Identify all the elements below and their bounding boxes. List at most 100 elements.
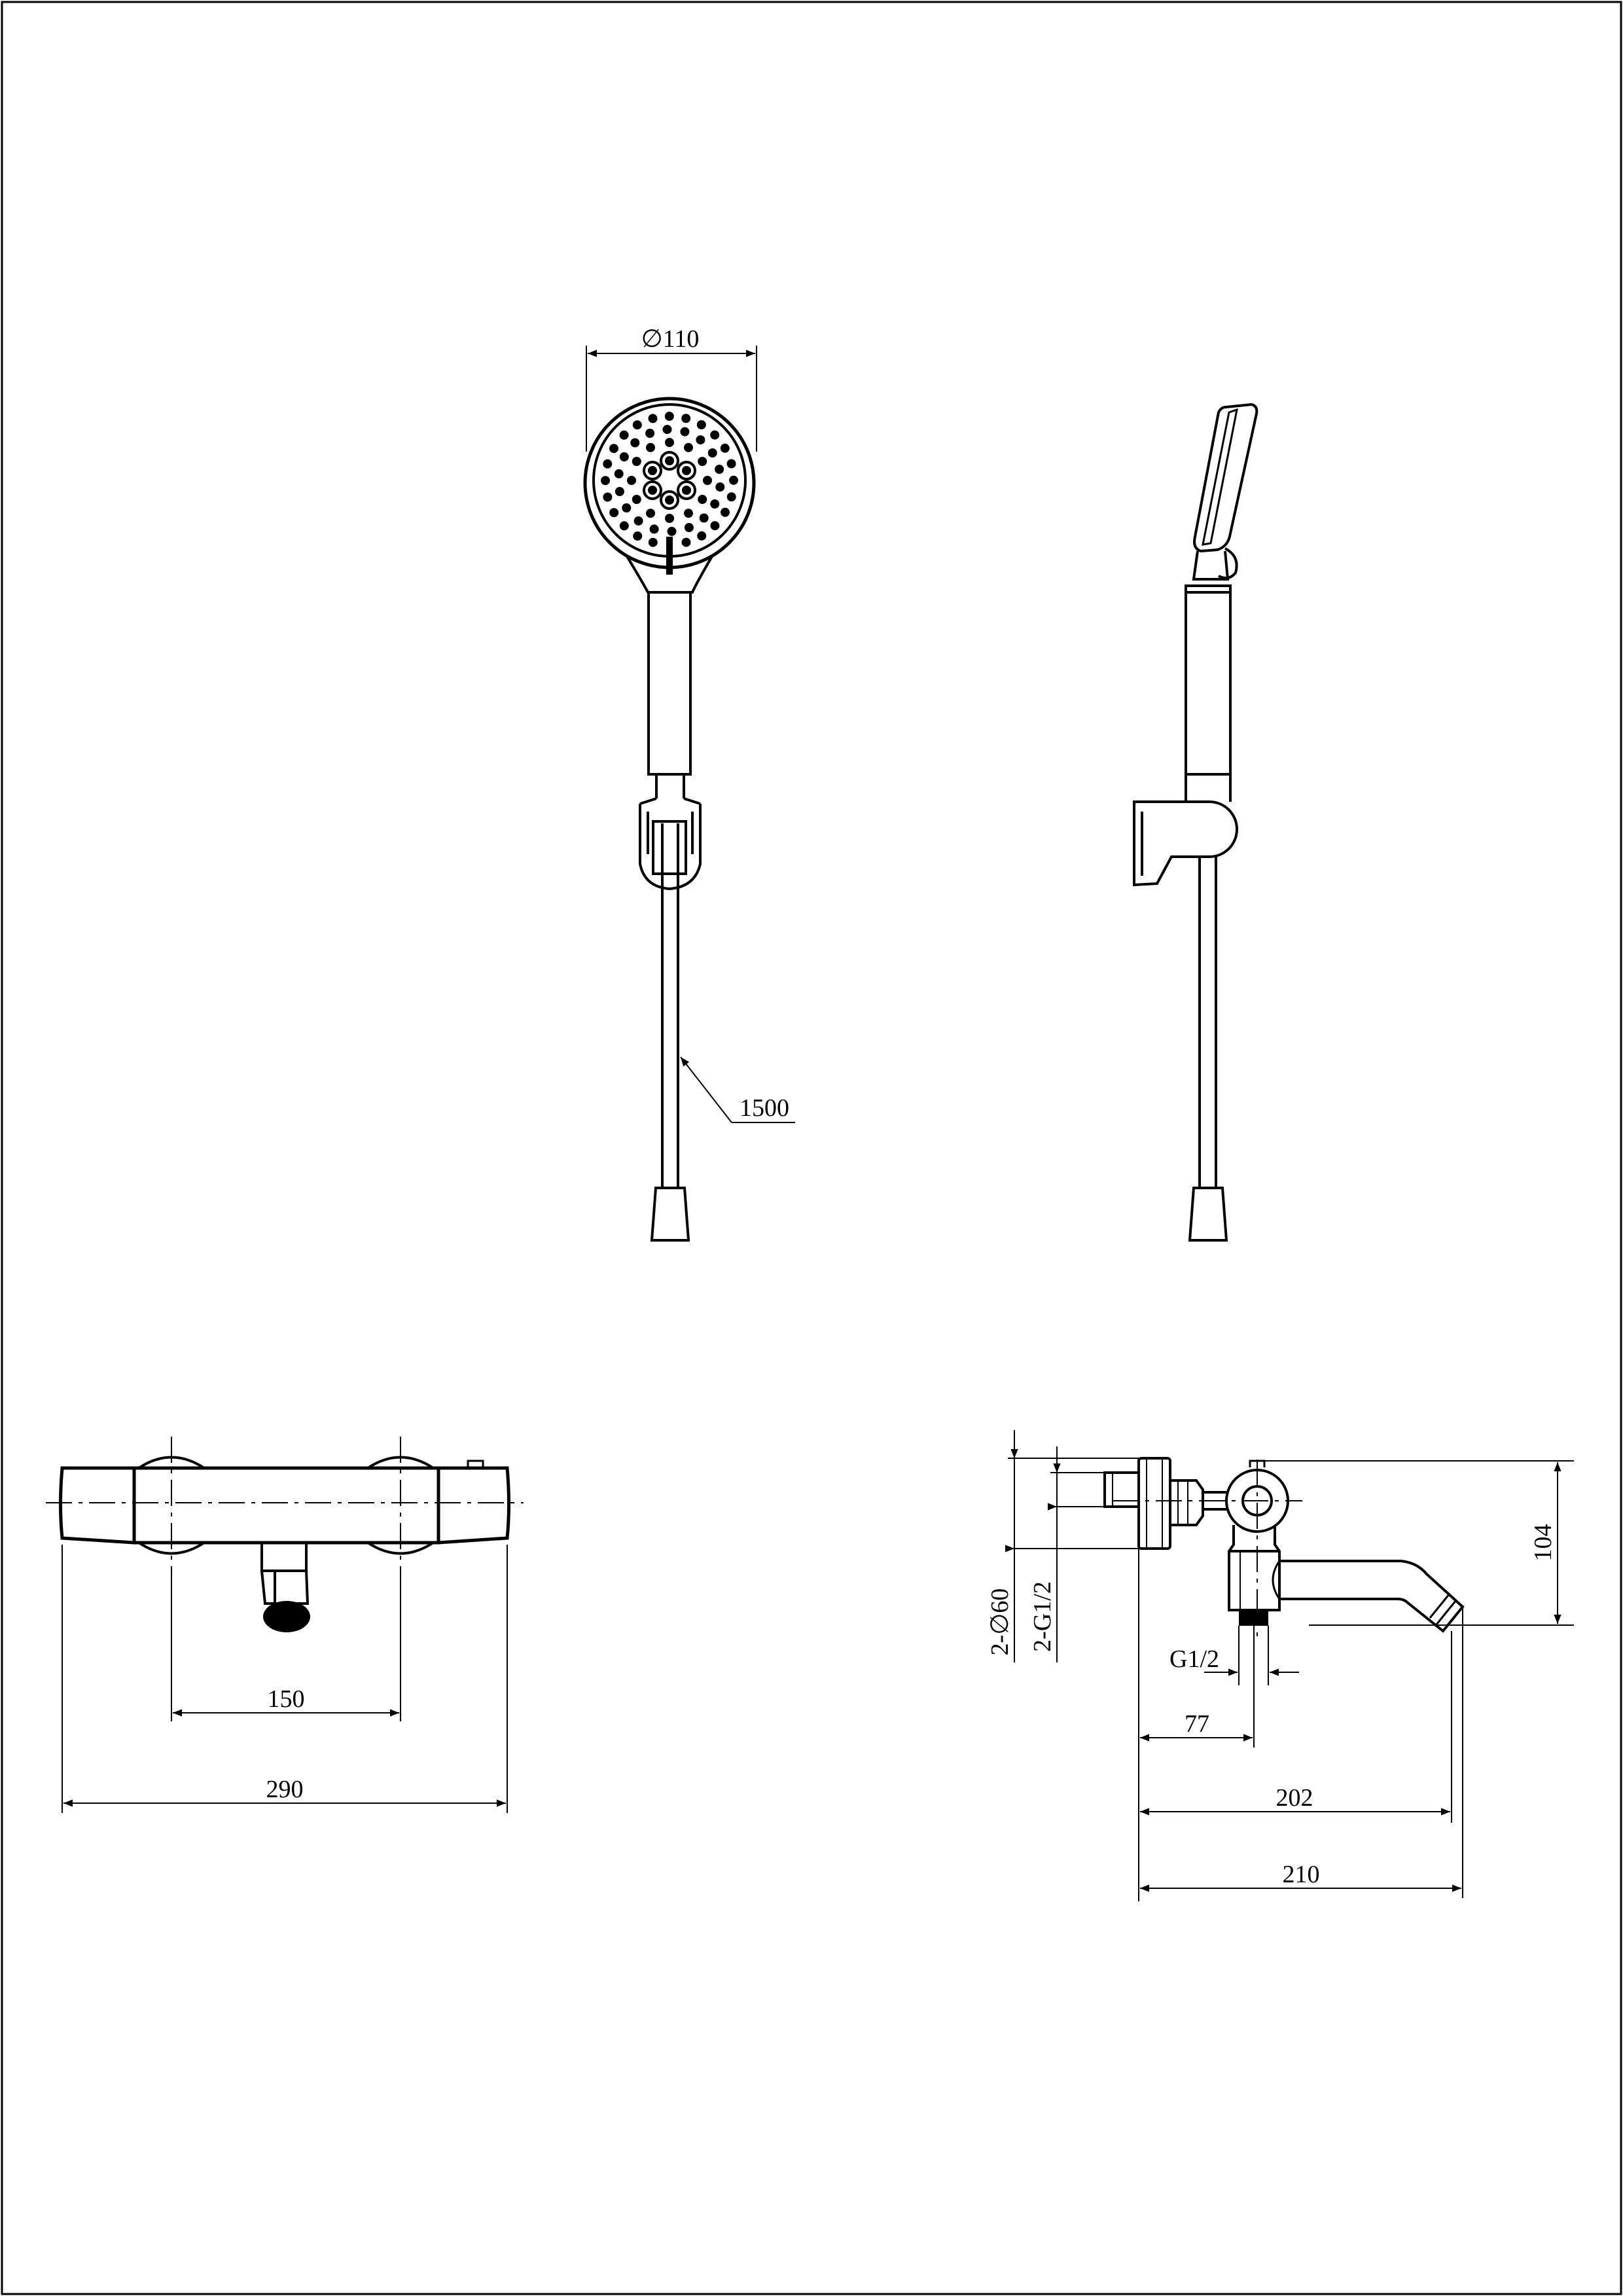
center-nozzle xyxy=(660,490,679,510)
spray-dot xyxy=(646,509,655,518)
spray-dot xyxy=(662,425,672,435)
dim-connection-thread-label: 2-G1/2 xyxy=(1029,1581,1056,1652)
dim-hose-length-label: 1500 xyxy=(740,1094,789,1122)
center-nozzle-core xyxy=(665,456,674,465)
center-nozzle xyxy=(643,480,662,500)
spray-dot xyxy=(710,499,720,509)
spray-dot xyxy=(633,516,643,526)
outlet-thread-block xyxy=(1239,1610,1268,1626)
dim-flange-diameter xyxy=(1008,1430,1139,1662)
mixer-outlet xyxy=(260,1543,308,1572)
dim-hose-length xyxy=(680,1056,795,1123)
diverter-body xyxy=(1228,1525,1281,1611)
spray-dot xyxy=(715,482,725,492)
spray-dot xyxy=(619,452,629,461)
spray-dot xyxy=(627,476,636,485)
side-handle xyxy=(1185,584,1232,776)
dim-center-distance xyxy=(171,1568,401,1721)
center-nozzle xyxy=(660,451,679,471)
center-nozzle-core xyxy=(648,486,657,495)
spray-dot xyxy=(648,537,658,547)
right-handle xyxy=(437,1466,510,1545)
dim-head-diameter xyxy=(586,346,757,452)
spray-dot xyxy=(664,412,674,421)
spray-dot xyxy=(697,531,707,541)
spray-dot xyxy=(609,508,619,518)
wall-flange xyxy=(1137,1457,1171,1550)
dim-reach-210 xyxy=(1140,1607,1463,1898)
spray-dot xyxy=(715,465,724,474)
spray-dot xyxy=(699,513,709,523)
dim-outlet-thread-label: G1/2 xyxy=(1169,1645,1219,1673)
side-hose-end xyxy=(1188,1187,1228,1242)
dim-reach-202 xyxy=(1140,1631,1452,1823)
dim-outlet-thread xyxy=(1204,1626,1299,1685)
spray-dot xyxy=(615,487,624,496)
center-nozzle-core xyxy=(682,486,691,495)
hose-end-connector xyxy=(650,1187,690,1242)
spray-dot xyxy=(698,495,707,504)
spray-dot xyxy=(696,435,705,445)
dim-overall-width-label: 290 xyxy=(266,1776,304,1803)
spray-dot xyxy=(619,521,629,531)
center-nozzle-core xyxy=(648,466,657,475)
spray-dot xyxy=(684,523,694,532)
mixer-body xyxy=(132,1466,440,1545)
spray-nozzles xyxy=(601,412,738,547)
left-handle xyxy=(59,1466,136,1545)
spray-dot xyxy=(710,521,720,531)
spray-dot xyxy=(614,469,624,478)
spray-dot xyxy=(630,438,640,448)
spray-dot xyxy=(665,514,674,523)
wall-holder xyxy=(639,774,702,891)
spray-dot xyxy=(720,443,730,453)
spray-dot xyxy=(633,531,643,541)
spray-dot xyxy=(609,444,618,454)
spray-dot xyxy=(667,526,677,536)
dim-flange-diameter-label: 2-∅60 xyxy=(986,1588,1014,1656)
side-neck xyxy=(1192,550,1230,581)
mixer-side-view xyxy=(1103,1457,1465,1633)
eccentric-connector xyxy=(1169,1479,1204,1526)
spray-dot xyxy=(603,459,613,469)
spray-dot xyxy=(696,420,706,429)
spray-dot xyxy=(721,507,730,517)
dim-height-104 xyxy=(1264,1460,1574,1626)
spout xyxy=(1279,1560,1465,1633)
spray-dot xyxy=(707,448,717,457)
center-nozzle xyxy=(643,461,662,480)
dim-connection-thread xyxy=(1050,1446,1105,1662)
spray-dot xyxy=(698,457,707,466)
spray-dot xyxy=(645,429,655,438)
dim-reach-202-label: 202 xyxy=(1276,1784,1313,1812)
dim-reach-210-label: 210 xyxy=(1283,1861,1320,1888)
center-nozzle xyxy=(677,461,696,480)
spray-dot xyxy=(601,476,610,486)
hand-shower-side-view xyxy=(1133,403,1258,1242)
dim-head-diameter-label: ∅110 xyxy=(641,325,700,353)
spray-dot xyxy=(632,457,641,466)
spray-dot xyxy=(648,414,658,423)
spray-dot xyxy=(703,476,712,485)
spray-dot xyxy=(622,503,632,512)
center-nozzle xyxy=(677,480,696,500)
spray-dot xyxy=(681,414,691,423)
spray-dot xyxy=(619,430,629,440)
hand-shower-front-view xyxy=(583,397,756,1242)
spray-dot xyxy=(680,427,690,437)
spray-dot xyxy=(665,438,674,447)
dim-depth-77-label: 77 xyxy=(1185,1710,1209,1738)
spray-dot xyxy=(726,492,736,502)
side-head xyxy=(1193,403,1258,553)
dim-center-distance-label: 150 xyxy=(268,1685,305,1713)
side-holder xyxy=(1133,800,1238,887)
spray-dot xyxy=(632,420,642,430)
spray-dot xyxy=(649,524,659,534)
spray-dot xyxy=(684,442,693,452)
side-centerlines xyxy=(1113,1460,1302,1636)
outlet-aerator xyxy=(263,1601,310,1632)
spray-dot xyxy=(632,495,641,504)
handle xyxy=(647,591,692,776)
